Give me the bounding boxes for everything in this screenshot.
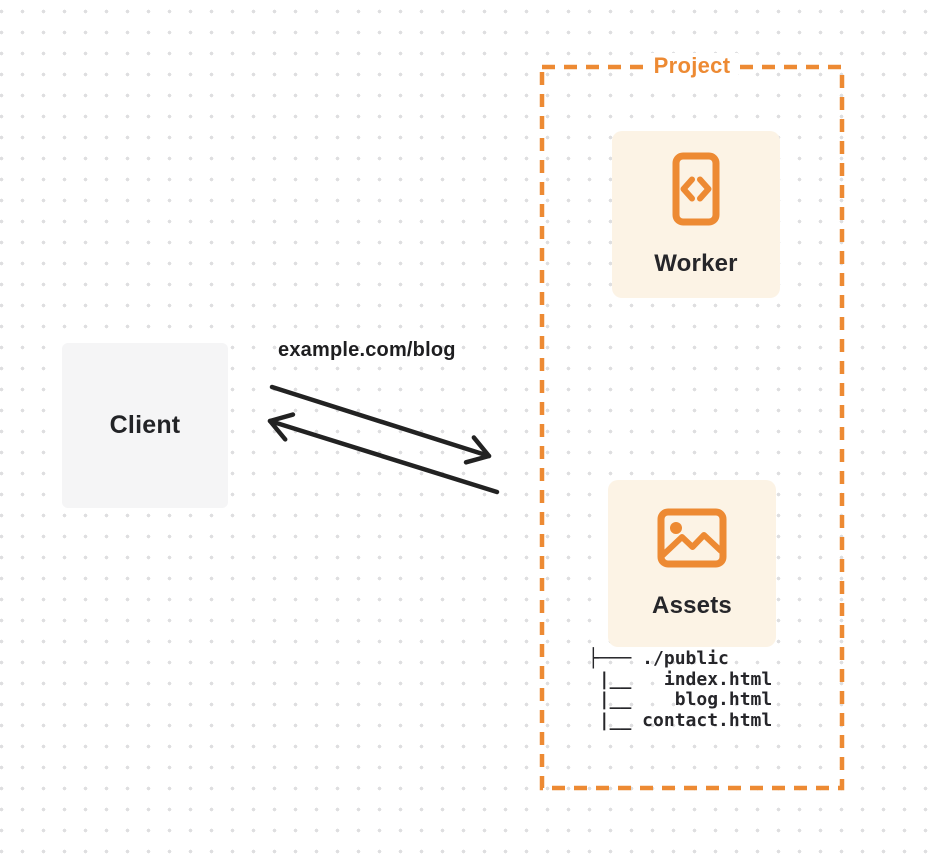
assets-label: Assets: [652, 591, 732, 619]
file-tree-line: ├─── ./public: [588, 648, 729, 669]
project-dashed-border: [539, 64, 845, 791]
file-tree: ├─── ./public |__ index.html |__ blog.ht…: [588, 648, 773, 731]
code-document-icon: [672, 152, 720, 225]
worker-label: Worker: [654, 249, 738, 277]
response-arrow: [267, 412, 500, 495]
request-url-label: example.com/blog: [278, 339, 456, 361]
file-tree-line: |__ contact.html: [588, 709, 773, 731]
client-label: Client: [109, 411, 181, 439]
request-arrow: [269, 384, 492, 465]
project-label: Project: [645, 53, 739, 79]
worker-card: Worker: [612, 131, 780, 298]
project-boundary: Project: [542, 53, 842, 79]
image-picture-icon: [657, 508, 727, 567]
assets-card: Assets: [608, 480, 776, 647]
file-tree-line: |__ index.html: [588, 668, 773, 690]
client-box: Client: [62, 343, 228, 508]
file-tree-line: |__ blog.html: [588, 689, 773, 710]
